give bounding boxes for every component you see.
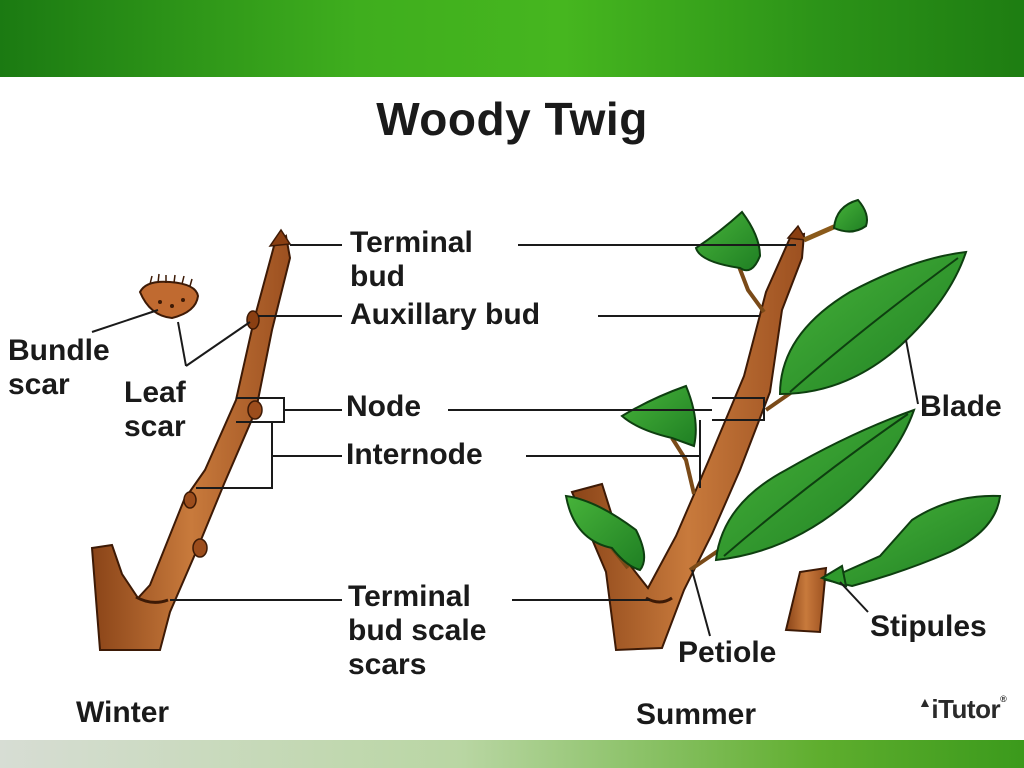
label-bundle-scar: Bundle scar <box>8 334 110 401</box>
petiole-mid-left <box>670 436 696 495</box>
leaf-lower <box>714 408 916 562</box>
winter-scale-scars <box>135 595 169 604</box>
label-blade: Blade <box>920 390 1002 423</box>
registered-mark: ® <box>1000 694 1007 704</box>
petiole-upper-left <box>736 263 766 314</box>
winter-terminal-bud <box>268 228 292 247</box>
header-band <box>0 0 1024 77</box>
summer-leaves <box>564 198 968 572</box>
winter-base-bud <box>192 538 208 558</box>
leaf-mid-left <box>620 384 697 448</box>
petiole-top <box>802 223 838 243</box>
leaf-low-left <box>564 494 646 572</box>
page-title: Woody Twig <box>376 93 648 145</box>
label-auxillary-bud: Auxillary bud <box>350 298 541 331</box>
winter-lower-bud <box>183 491 197 509</box>
label-stipules: Stipules <box>870 610 987 643</box>
summer-terminal-bud <box>786 224 808 241</box>
graduation-cap-icon: ▲ <box>918 694 932 710</box>
winter-auxillary-bud <box>246 310 260 330</box>
brand-logo: ▲iTutor® <box>918 694 1007 725</box>
caption-summer: Summer <box>636 698 757 731</box>
footer-band <box>0 740 1024 768</box>
label-internode: Internode <box>346 438 483 471</box>
caption-winter: Winter <box>76 696 170 729</box>
stipules-detail <box>784 494 1002 634</box>
label-terminal-bud: Terminal bud <box>350 226 473 293</box>
leaf-top <box>832 198 868 233</box>
label-terminal-bud-scale-scars: Terminal bud scale scars <box>348 580 487 681</box>
summer-stem <box>570 232 806 652</box>
label-node: Node <box>346 390 421 423</box>
leader-lines <box>91 244 919 637</box>
bundle-scar-inset <box>138 273 200 320</box>
leaf-upper-left <box>694 210 762 272</box>
label-petiole: Petiole <box>678 636 777 669</box>
brand-name: iTutor <box>931 694 1001 724</box>
label-leaf-scar: Leaf scar <box>124 376 186 443</box>
stipule-leaf <box>822 494 1002 588</box>
winter-twig <box>90 228 292 651</box>
winter-node-bud <box>247 400 263 420</box>
